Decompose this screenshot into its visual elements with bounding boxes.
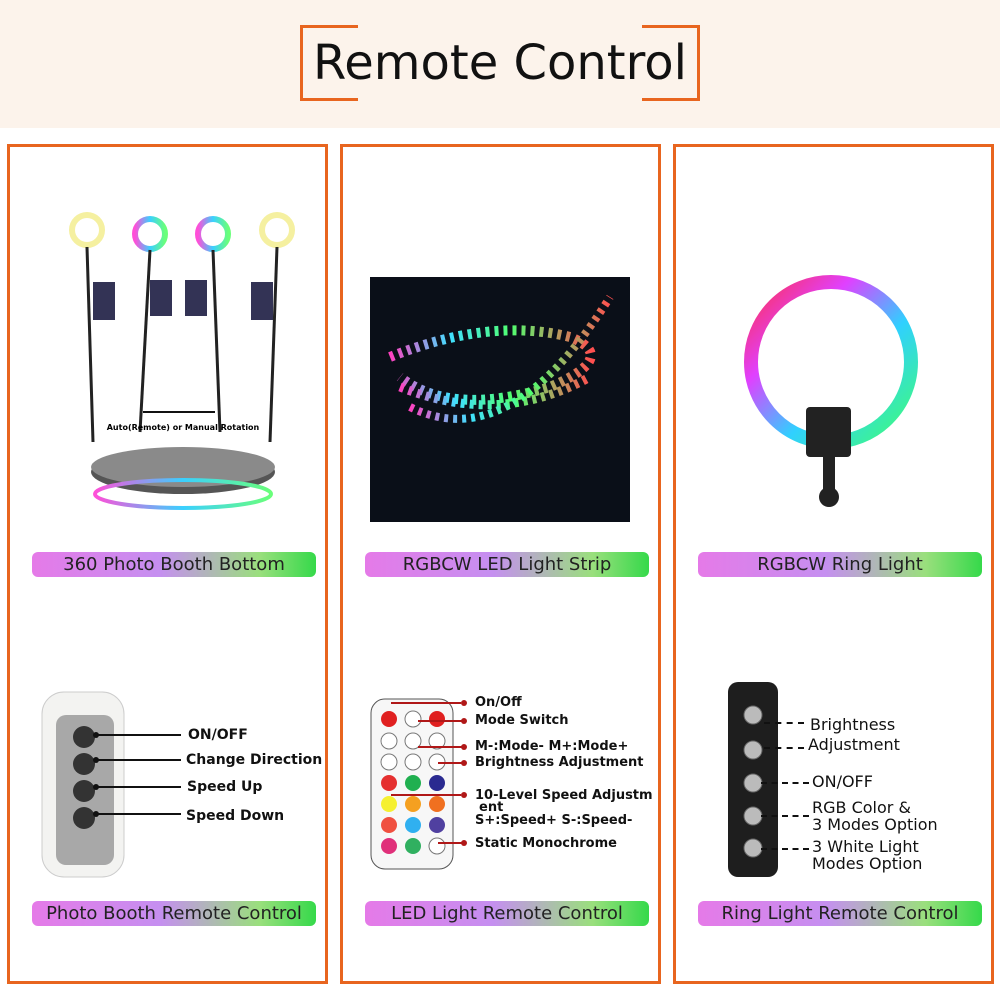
header: Remote Control (0, 0, 1000, 128)
callout-line (96, 759, 181, 761)
callout-line (96, 734, 181, 736)
callout-dot (461, 744, 467, 750)
callout-dot (461, 718, 467, 724)
ring-remote-image (728, 682, 778, 877)
label-speed-adjust: 10-Level Speed Adjustm (475, 788, 653, 803)
callout-line (96, 813, 181, 815)
label-on-off: On/Off (475, 695, 522, 710)
label-rgb-color: RGB Color & (812, 798, 911, 817)
label-brightness: Brightness (810, 715, 896, 734)
callout-line (764, 722, 804, 724)
bracket-right (642, 25, 700, 101)
photo-booth-image: Auto(Remote) or Manual Rotation (69, 212, 295, 510)
callout-line (391, 794, 461, 796)
ring-light-image (744, 275, 918, 507)
label-speed-adjust-wrap: ent (479, 800, 504, 815)
label-on-off: ON/OFF (812, 772, 873, 791)
label-white-modes: Modes Option (812, 854, 923, 873)
label-on-off: ON/OFF (188, 727, 248, 743)
label-speed-up: Speed Up (187, 779, 263, 795)
label-led-remote: LED Light Remote Control (365, 901, 649, 926)
label-speed-down: Speed Down (186, 808, 285, 824)
bracket-left (300, 25, 358, 101)
callout-line (761, 815, 809, 817)
led-strip-image (370, 277, 630, 522)
callout-line (438, 842, 463, 844)
callout-dot (461, 840, 467, 846)
rotation-caption: Auto(Remote) or Manual Rotation (107, 423, 260, 432)
label-mode: M-:Mode- M+:Mode+ (475, 739, 629, 754)
callout-line (96, 786, 181, 788)
label-speed-keys: S+:Speed+ S-:Speed- (475, 813, 633, 828)
label-ring-light: RGBCW Ring Light (698, 552, 982, 577)
photo-booth-remote-image (41, 691, 125, 878)
callout-line (418, 720, 463, 722)
label-brightness: Brightness Adjustment (475, 755, 644, 770)
callout-line (764, 747, 804, 749)
label-change-direction: Change Direction (186, 752, 323, 768)
panel-photo-booth: Auto(Remote) or Manual Rotation 360 Phot… (7, 144, 328, 984)
led-remote-image (370, 698, 454, 870)
panel-led-strip: RGBCW LED Light Strip On/Off Mode Switch… (340, 144, 661, 984)
callout-dot (461, 760, 467, 766)
callout-dot (461, 792, 467, 798)
label-led-strip: RGBCW LED Light Strip (365, 552, 649, 577)
panel-ring-light: RGBCW Ring Light Brightness Adjustment O… (673, 144, 994, 984)
callout-line (418, 746, 463, 748)
callout-line (438, 762, 463, 764)
label-ring-remote: Ring Light Remote Control (698, 901, 982, 926)
label-photo-booth-bottom: 360 Photo Booth Bottom (32, 552, 316, 577)
label-photo-booth-remote: Photo Booth Remote Control (32, 901, 316, 926)
label-white-light: 3 White Light (812, 837, 919, 856)
page-title: Remote Control (313, 35, 687, 91)
callout-line (761, 848, 809, 850)
callout-line (391, 702, 461, 704)
label-static-mono: Static Monochrome (475, 836, 617, 851)
title-box: Remote Control (300, 25, 700, 101)
callout-line (761, 782, 809, 784)
callout-dot (461, 700, 467, 706)
label-modes-option: 3 Modes Option (812, 815, 938, 834)
label-mode-switch: Mode Switch (475, 713, 569, 728)
label-adjustment: Adjustment (808, 735, 900, 754)
